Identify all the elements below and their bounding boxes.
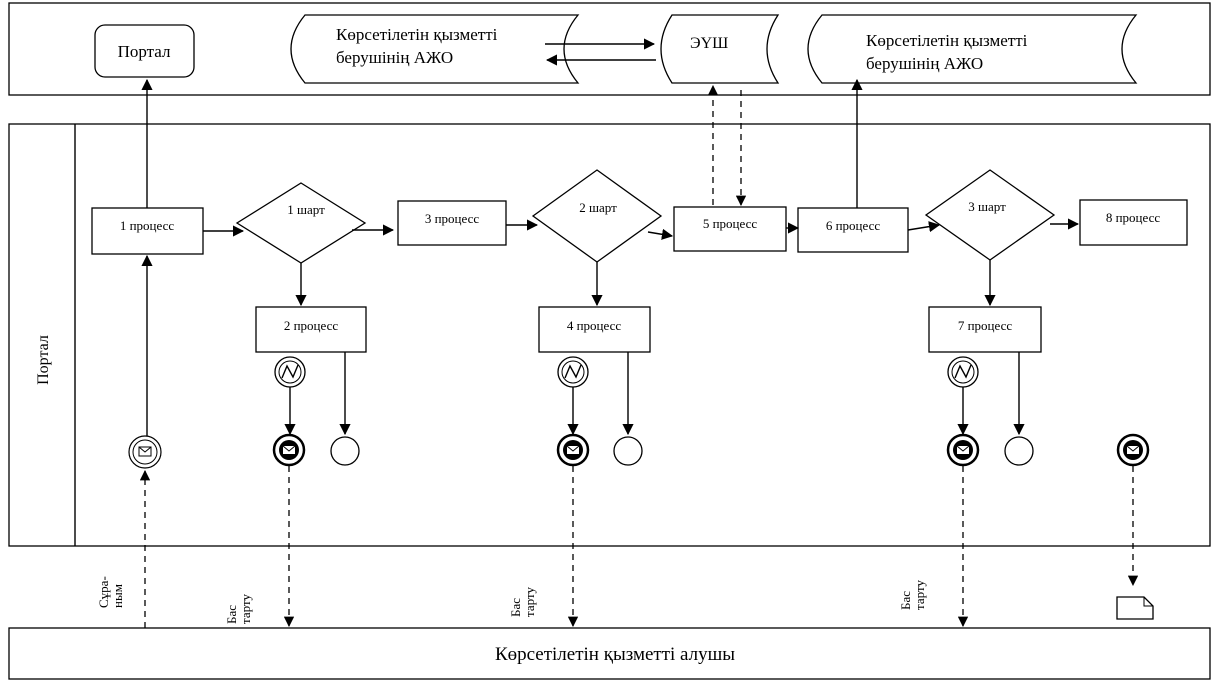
flow-p6-c3	[907, 221, 941, 233]
process-5	[673, 206, 787, 252]
ajo-right-label-line1: Көрсетілетін қызметті	[866, 31, 1028, 50]
recipient-lane	[8, 627, 1211, 680]
process-8	[1079, 199, 1188, 246]
refusal-label-1-line2: тарту	[238, 594, 253, 624]
refusal-label-3-line2: тарту	[912, 580, 927, 610]
process-4	[538, 306, 651, 353]
wave-icon	[281, 364, 299, 379]
process-7	[928, 306, 1042, 353]
envelope-icon	[1127, 446, 1139, 454]
timer-event-2-inner	[278, 360, 302, 384]
flow-c2-p5	[647, 228, 674, 240]
process-8-label: 8 процесс	[1106, 210, 1161, 225]
process-7-label: 7 процесс	[958, 318, 1013, 333]
condition-3-label: 3 шарт	[968, 199, 1006, 214]
envelope-icon	[567, 446, 579, 454]
portal-lane-label: Портал	[35, 335, 52, 385]
recipient-lane-label: Көрсетілетін қызметті алушы	[495, 644, 735, 665]
ajo-left-label-line1: Көрсетілетін қызметті	[336, 25, 498, 44]
request-label-line2: ным	[110, 584, 125, 608]
request-label-line1: Сұра-	[96, 576, 111, 608]
end-event-4	[613, 436, 643, 466]
process-3	[397, 200, 507, 246]
timer-event-4-inner	[561, 360, 585, 384]
refusal-label-1-line1: Бас	[224, 605, 239, 624]
document-fold	[1143, 597, 1153, 607]
ajo-right-storage	[807, 14, 1138, 84]
condition-2-label: 2 шарт	[579, 200, 617, 215]
process-2	[255, 306, 367, 353]
process-3-label: 3 процесс	[425, 211, 480, 226]
process-5-label: 5 процесс	[703, 216, 758, 231]
eush-storage	[660, 14, 780, 84]
envelope-flap	[1126, 445, 1140, 452]
refusal-label-2-line1: Бас	[508, 598, 523, 617]
envelope-flap	[956, 445, 970, 452]
document-icon	[1116, 596, 1154, 620]
process-4-label: 4 процесс	[567, 318, 622, 333]
ajo-left-storage	[290, 14, 580, 84]
envelope-icon	[283, 446, 295, 454]
refusal-label-2-line2: тарту	[522, 587, 537, 617]
portal-box	[94, 24, 195, 78]
ajo-right-label-line2: берушінің АЖО	[866, 54, 983, 73]
refusal-label-3-line1: Бас	[898, 591, 913, 610]
process-6-label: 6 процесс	[826, 218, 881, 233]
process-1-label: 1 процесс	[120, 218, 175, 233]
portal-box-label: Портал	[118, 42, 171, 61]
timer-event-7-inner	[951, 360, 975, 384]
start-message-event-inner	[132, 439, 158, 465]
end-event-7	[1004, 436, 1034, 466]
wave-icon	[954, 364, 972, 379]
envelope-flap	[566, 445, 580, 452]
wave-icon	[564, 364, 582, 379]
envelope-flap	[282, 445, 296, 452]
end-event-2	[330, 436, 360, 466]
eush-label: ЭҮШ	[690, 35, 728, 52]
process-2-label: 2 процесс	[284, 318, 339, 333]
condition-1-label: 1 шарт	[287, 202, 325, 217]
envelope-icon	[957, 446, 969, 454]
envelope-flap	[138, 446, 152, 453]
ajo-left-label-line2: берушінің АЖО	[336, 48, 453, 67]
